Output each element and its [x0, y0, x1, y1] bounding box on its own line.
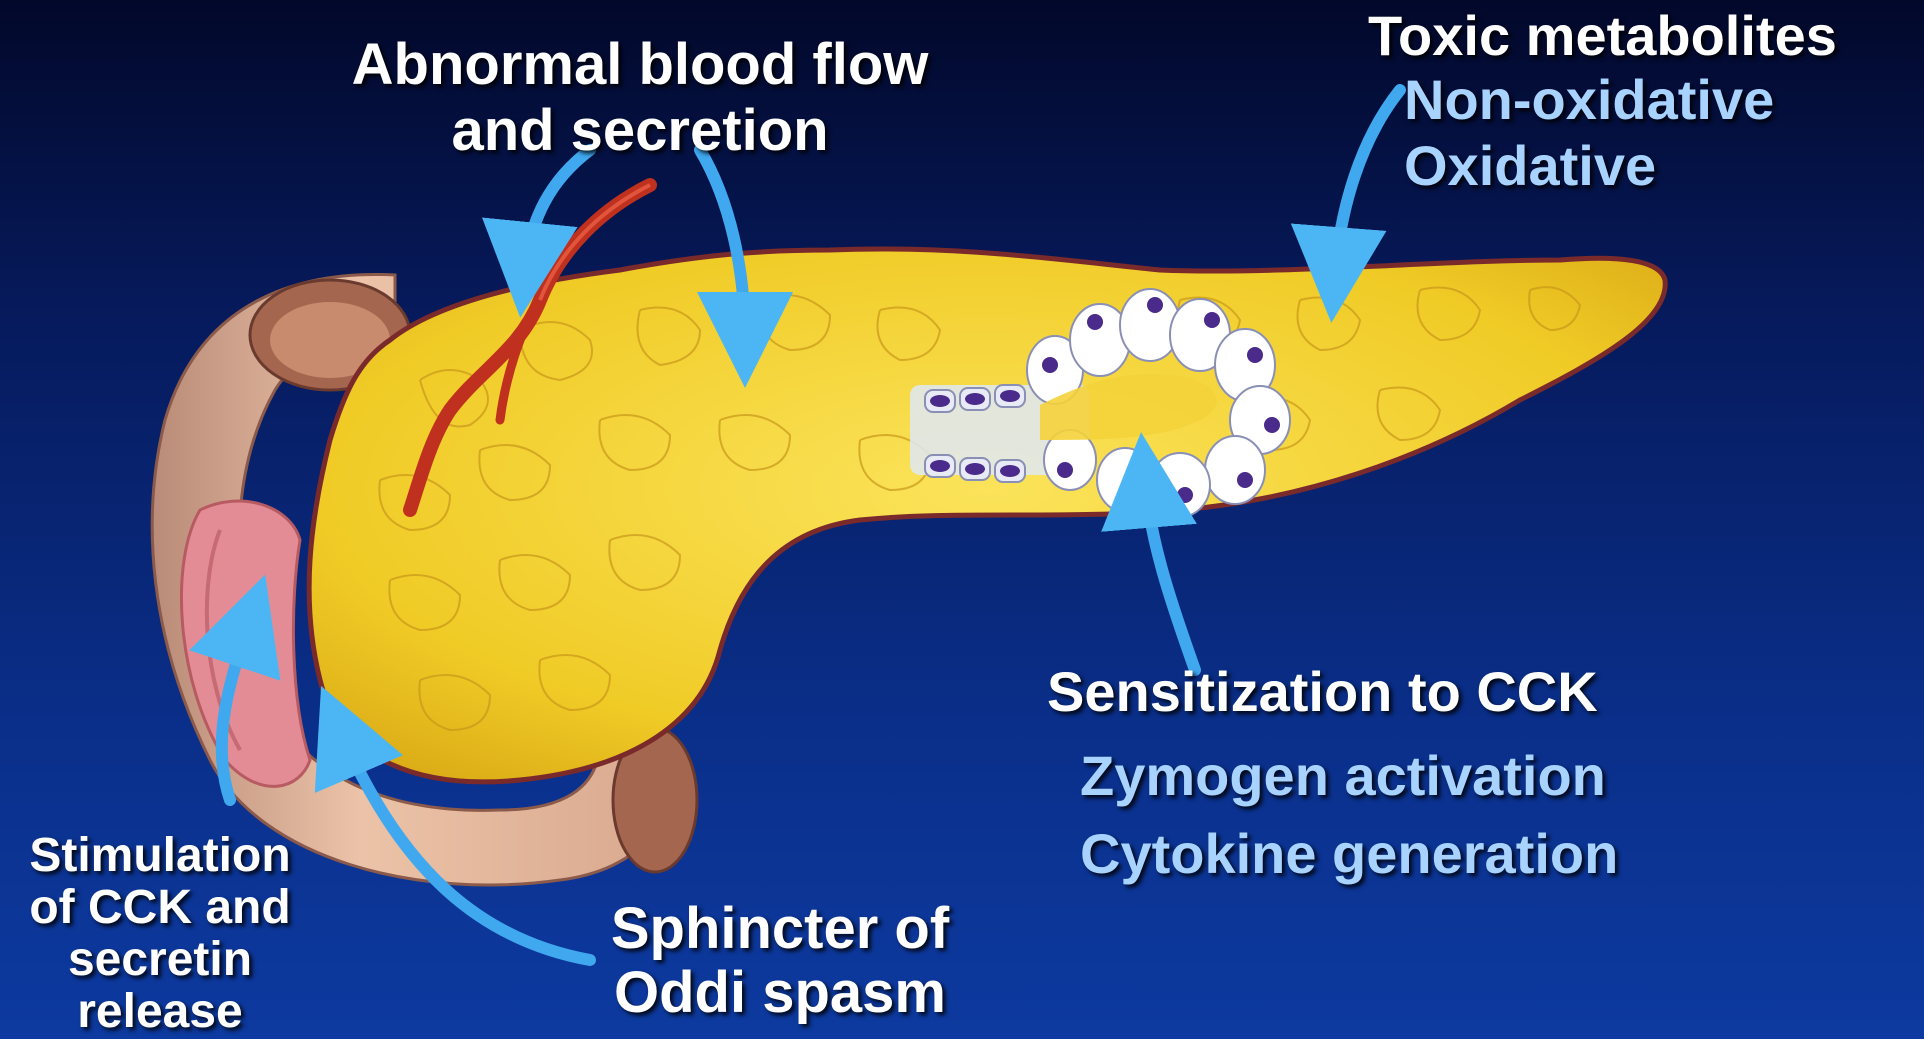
cck-sub1: Zymogen activation [1080, 748, 1618, 804]
cck-title: Sensitization to CCK [1047, 664, 1598, 720]
label-sensitization-cck: Sensitization to CCK [1047, 664, 1598, 720]
stim-line3: secretin [0, 936, 320, 984]
label-cck-sub: Zymogen activation Cytokine generation [1080, 748, 1618, 882]
arrow-blood-flow-left [525, 150, 590, 270]
label-blood-flow: Abnormal blood flow and secretion [320, 36, 960, 160]
arrow-toxic-metabolites [1335, 90, 1400, 275]
toxic-sub1: Non-oxidative [1404, 72, 1774, 128]
label-oddi: Sphincter of Oddi spasm [580, 900, 980, 1022]
oddi-line1: Sphincter of [580, 900, 980, 958]
stim-line2: of CCK and [0, 884, 320, 932]
stim-line1: Stimulation [0, 832, 320, 880]
label-toxic-sub: Non-oxidative Oxidative [1404, 72, 1774, 194]
oddi-line2: Oddi spasm [580, 964, 980, 1022]
toxic-title: Toxic metabolites [1368, 8, 1837, 64]
stim-line4: release [0, 988, 320, 1036]
cck-sub2: Cytokine generation [1080, 826, 1618, 882]
blood-flow-line1: Abnormal blood flow [320, 36, 960, 94]
blood-flow-line2: and secretion [320, 102, 960, 160]
toxic-sub2: Oxidative [1404, 138, 1774, 194]
label-stimulation: Stimulation of CCK and secretin release [0, 832, 320, 1036]
label-toxic-metabolites: Toxic metabolites [1368, 8, 1837, 64]
